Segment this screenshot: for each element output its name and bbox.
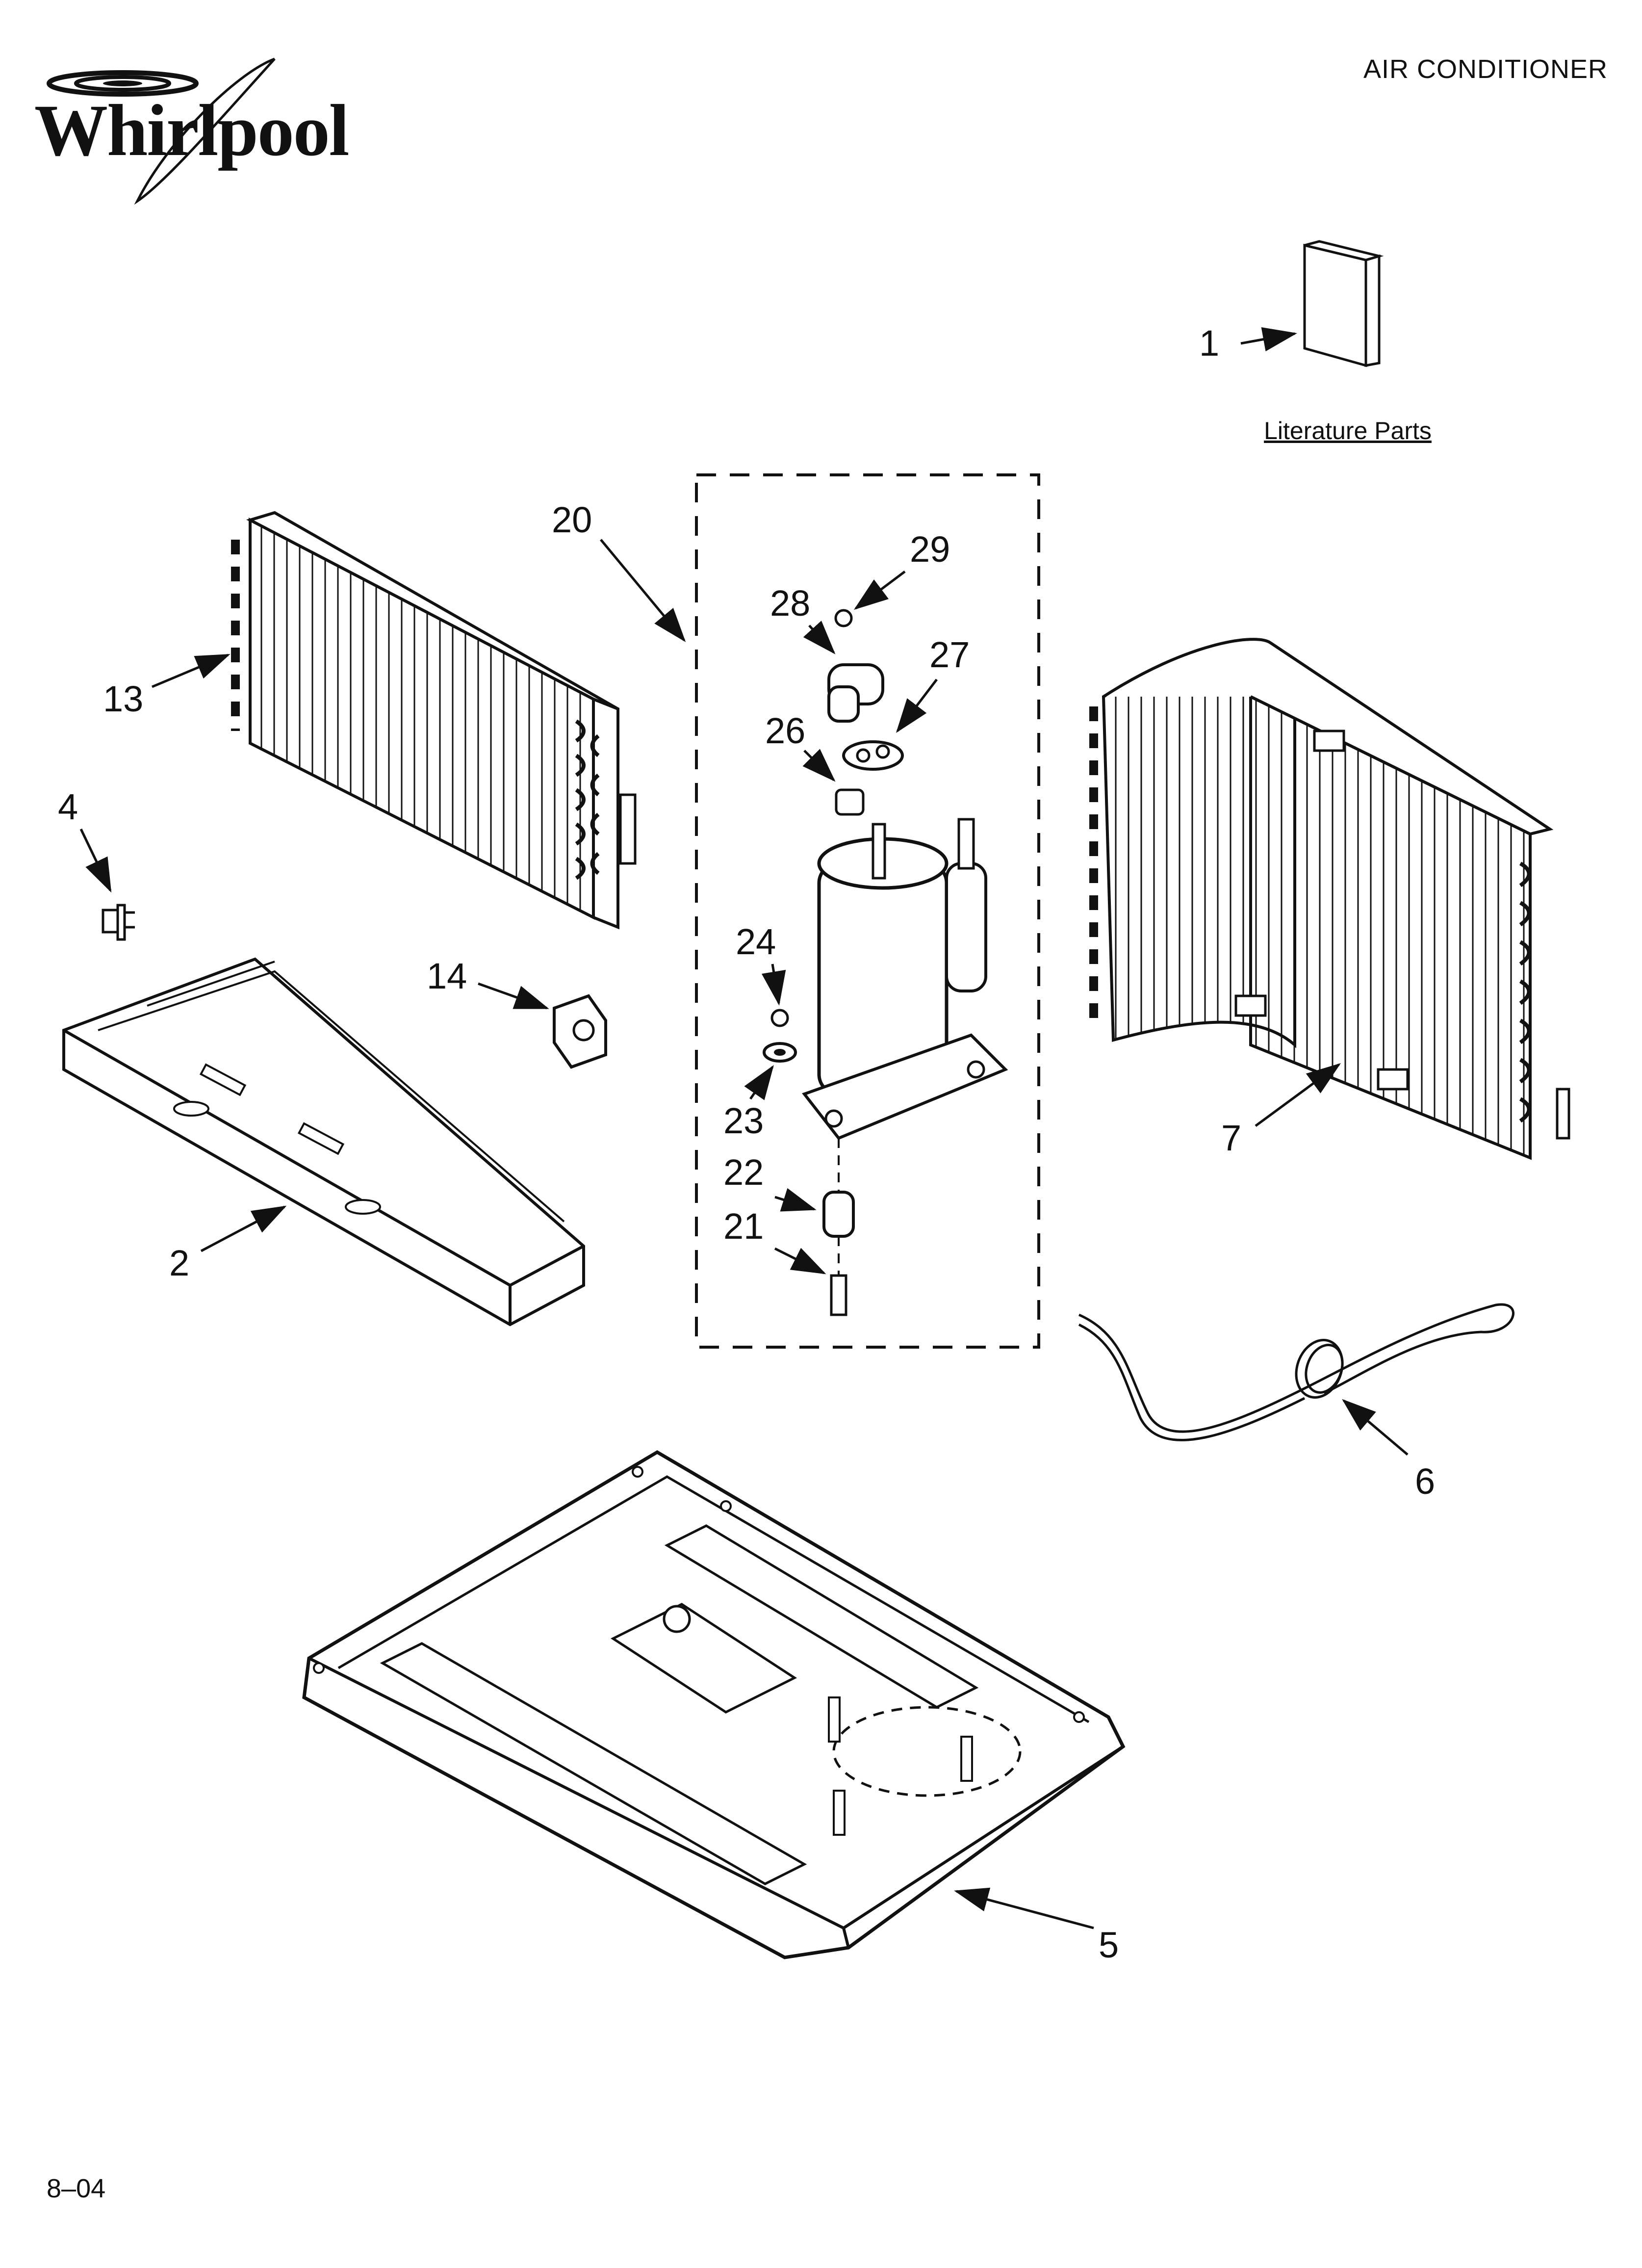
mount-grommet-22 [822, 1191, 855, 1238]
callout-4: 4 [58, 786, 78, 827]
callout-5: 5 [1099, 1925, 1119, 1965]
condenser-coil [231, 511, 637, 930]
brand-logo: Whirlpool [34, 90, 349, 171]
capillary-tube [1078, 1303, 1515, 1441]
callout-28: 28 [770, 583, 810, 624]
gasket-27 [842, 740, 904, 771]
bracket-part [102, 904, 135, 941]
callout-23: 23 [723, 1100, 764, 1141]
callout-1: 1 [1199, 323, 1219, 364]
evaporator-coil [1089, 638, 1570, 1160]
grommet-24 [770, 1009, 789, 1027]
bushing-part [553, 994, 607, 1069]
callout-24: 24 [736, 921, 776, 962]
washer-23 [763, 1042, 797, 1063]
drain-pan-rail [62, 957, 585, 1327]
document-title: AIR CONDITIONER [1363, 54, 1608, 84]
callout-27: 27 [929, 634, 970, 675]
callout-26: 26 [765, 710, 805, 751]
callout-2: 2 [169, 1243, 189, 1283]
whirlpool-swoosh-icon [20, 54, 324, 213]
callout-7: 7 [1221, 1118, 1241, 1158]
footer-date-code: 8–04 [47, 2174, 106, 2203]
terminal-cover-28 [827, 663, 884, 723]
compressor-group-box [695, 473, 1040, 1349]
overload-cap-29 [834, 609, 853, 627]
terminal-block-26 [835, 788, 865, 816]
literature-booklet [1303, 240, 1384, 367]
callout-21: 21 [723, 1206, 764, 1247]
callout-29: 29 [910, 529, 950, 570]
callout-13: 13 [103, 678, 143, 719]
base-pan [302, 1450, 1126, 1959]
callout-22: 22 [723, 1152, 764, 1193]
leader-lines [79, 327, 1409, 1929]
compressor-body [802, 818, 1008, 1140]
callout-14: 14 [427, 956, 467, 996]
callout-20: 20 [552, 499, 592, 540]
sleeve-21 [830, 1274, 847, 1316]
callout-6: 6 [1415, 1461, 1435, 1502]
literature-parts-label: Literature Parts [1264, 417, 1432, 444]
